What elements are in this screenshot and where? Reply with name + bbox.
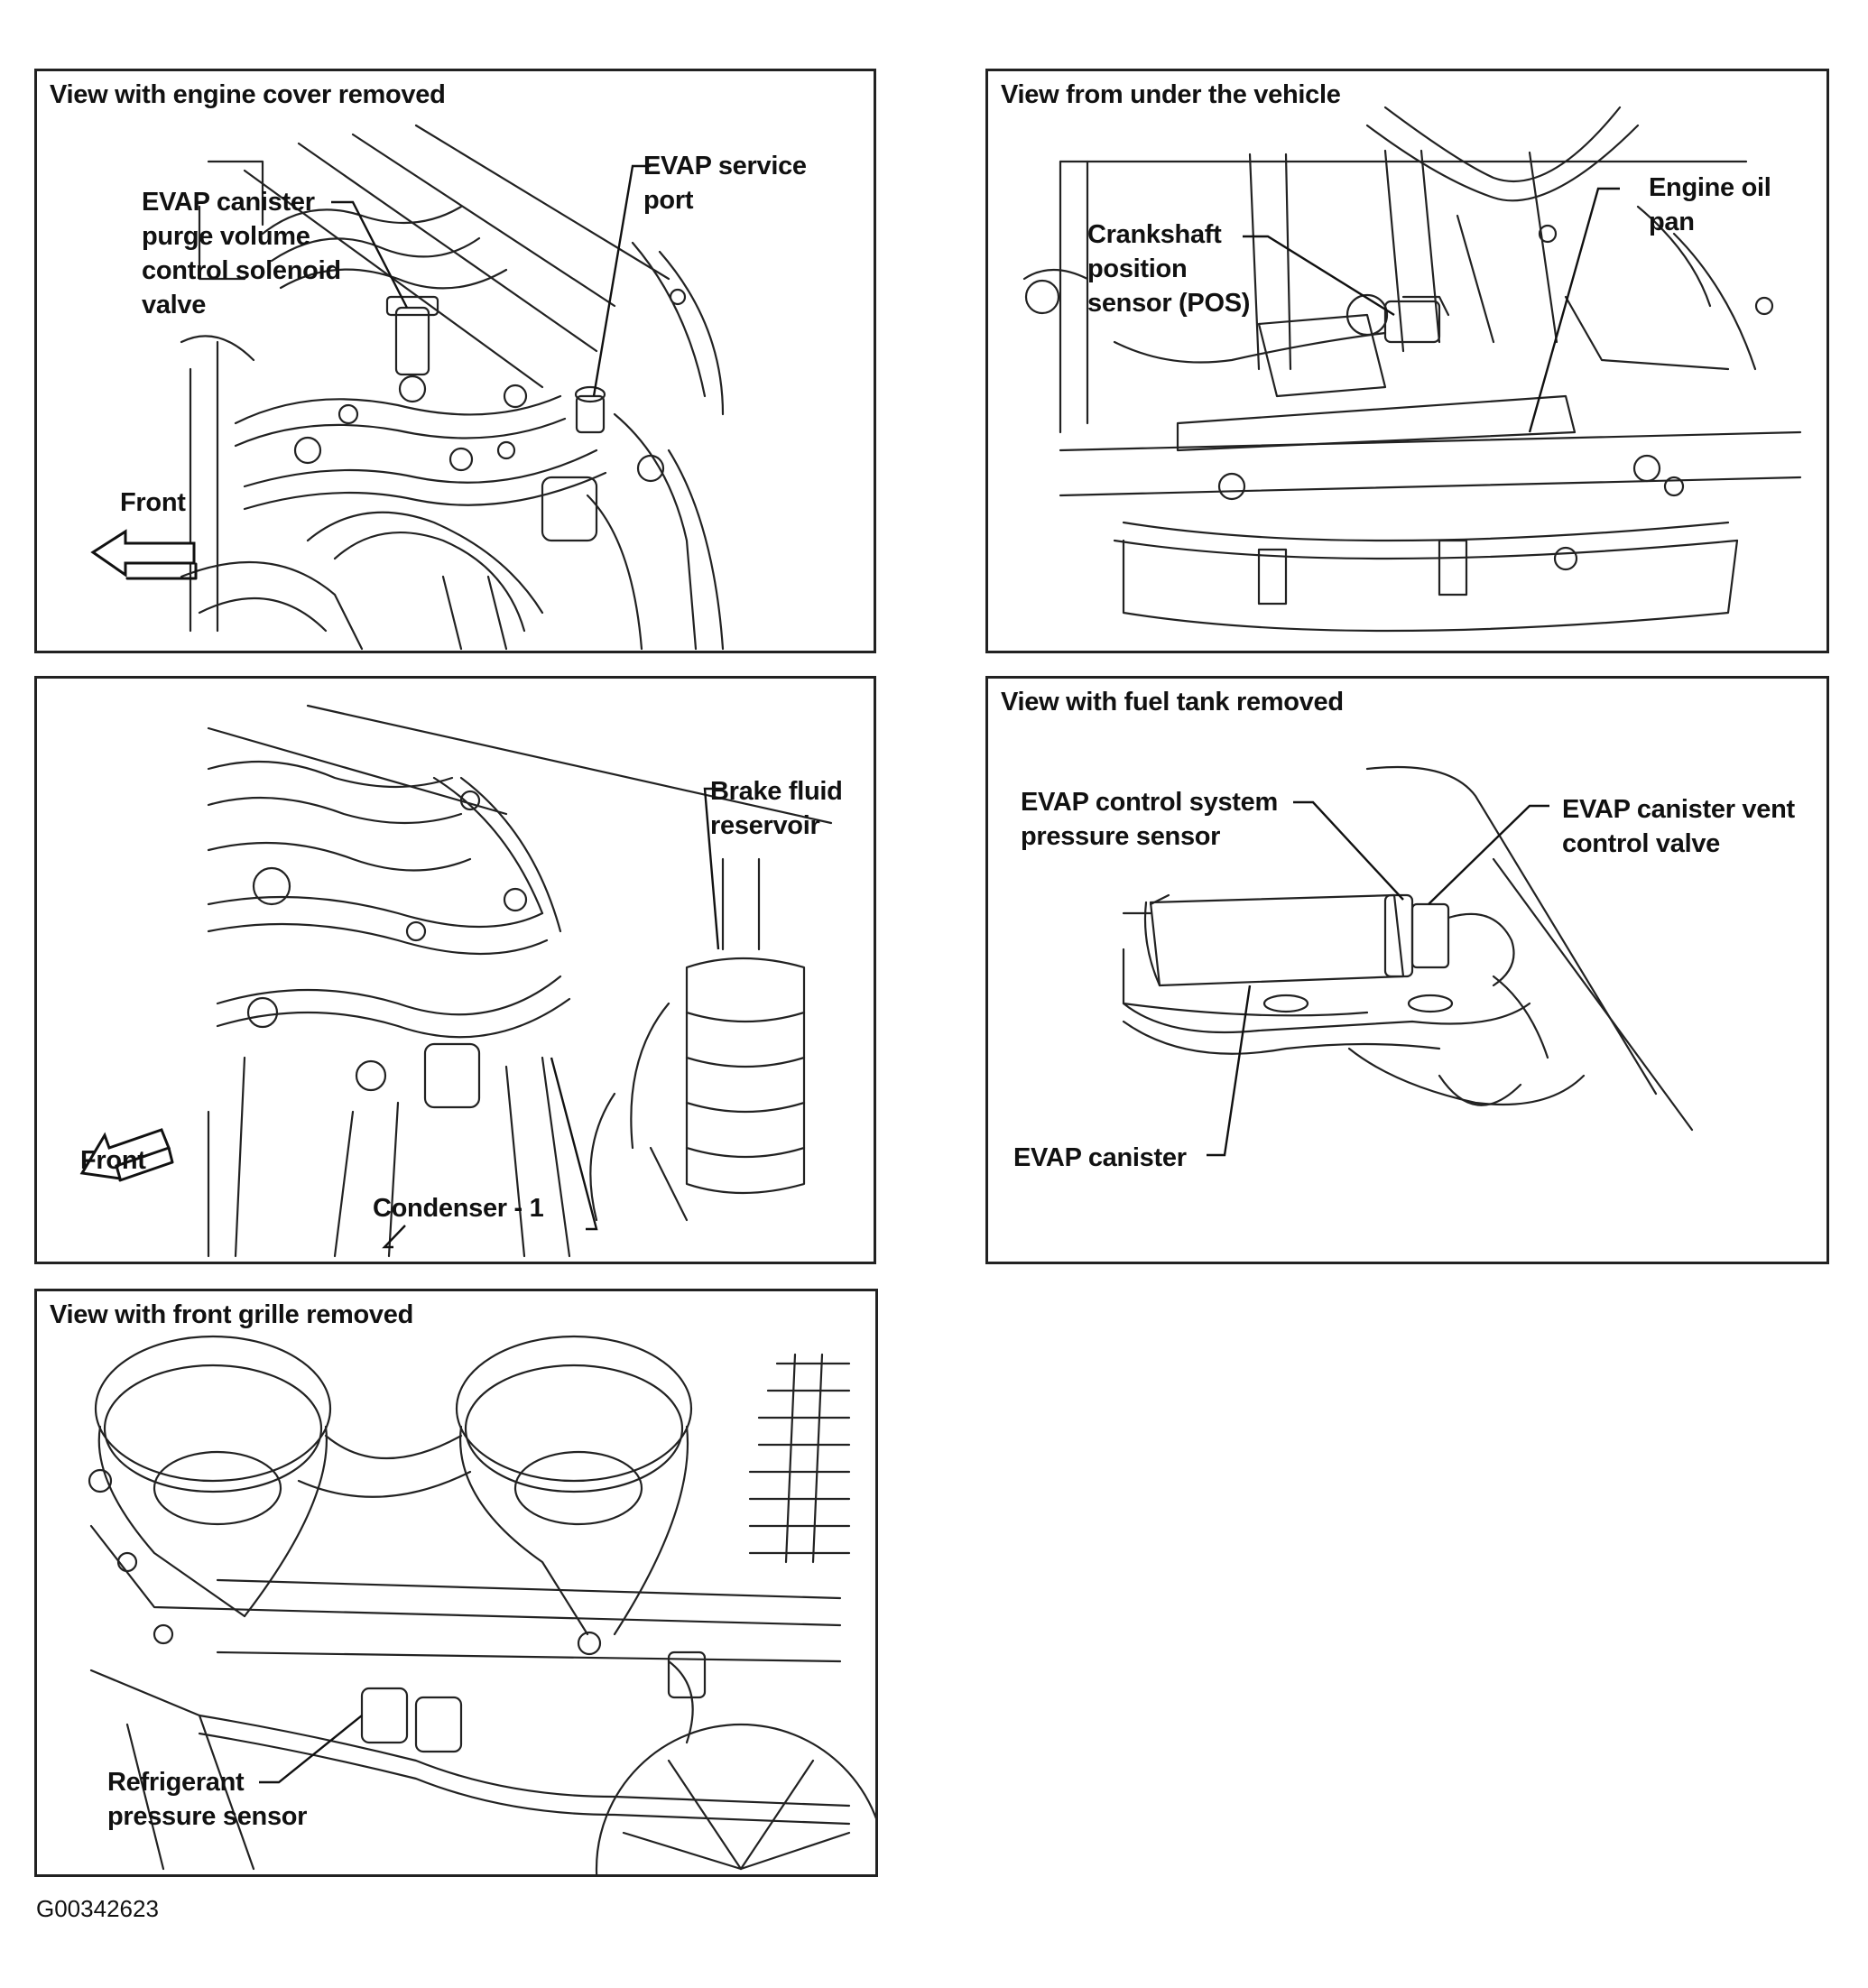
- evap-canister-illustration: [1122, 765, 1694, 1157]
- figure-id: G00342623: [36, 1895, 159, 1922]
- label-front: Front: [120, 488, 186, 517]
- panel-under-vehicle: View from under the vehicle Crankshaft p…: [985, 69, 1829, 653]
- panel-front-grille: View with front grille removed Refrigera…: [34, 1289, 878, 1877]
- front-grille-illustration: [88, 1335, 875, 1874]
- label-brake-fluid-reservoir: Brake fluid reservoir: [710, 777, 843, 840]
- label-refrigerant-sensor: Refrigerant pressure sensor: [107, 1768, 308, 1831]
- label-crankshaft-sensor: Crankshaft position sensor (POS): [1087, 220, 1251, 318]
- panel-title: View with engine cover removed: [50, 80, 446, 109]
- panel-title: View with front grille removed: [50, 1300, 413, 1329]
- panel-brake-condenser: Brake fluid reservoir Front Condenser - …: [34, 676, 876, 1264]
- brake-area-illustration: [79, 704, 833, 1258]
- engine-bay-illustration: [90, 124, 725, 651]
- label-evap-canister: EVAP canister: [1013, 1143, 1187, 1172]
- label-condenser: Condenser - 1: [373, 1194, 544, 1223]
- label-front: Front: [80, 1146, 146, 1175]
- panel-fuel-tank: View with fuel tank removed EVAP control…: [985, 676, 1829, 1264]
- panel-title: View from under the vehicle: [1001, 80, 1341, 109]
- label-engine-oil-pan: Engine oil pan: [1649, 173, 1771, 236]
- label-pressure-sensor: EVAP control system pressure sensor: [1021, 788, 1278, 851]
- label-service-port: EVAP service port: [643, 152, 807, 215]
- panel-title: View with fuel tank removed: [1001, 688, 1344, 717]
- underside-illustration: [1022, 106, 1802, 633]
- panel-engine-cover: View with engine cover removed EVAP cani…: [34, 69, 876, 653]
- label-vent-control-valve: EVAP canister vent control valve: [1562, 795, 1795, 858]
- label-purge-valve: EVAP canister purge volume control solen…: [142, 188, 341, 319]
